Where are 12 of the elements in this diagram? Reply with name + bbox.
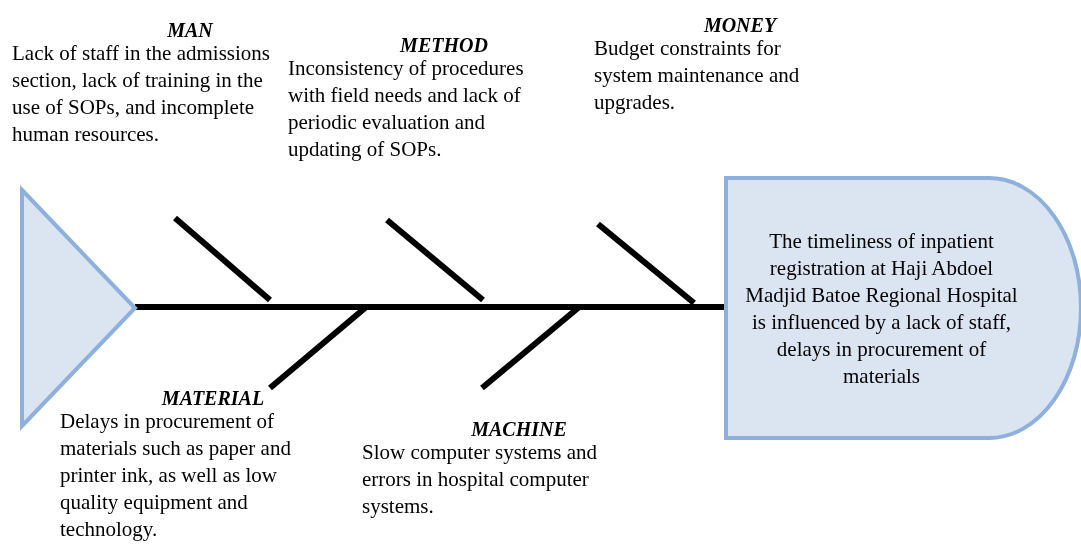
- category-heading: MAN: [166, 20, 213, 40]
- fishbone-spine: [135, 304, 726, 310]
- cause-description: Slow computer systems and errors in hospital computer systems.: [362, 439, 599, 520]
- cause-description: Budget constraints for system maintenance and upgrades.: [594, 35, 801, 116]
- cause-description: Lack of staff in the admissions section, lack of training in the use of SOPs, and incomplete human resources.: [12, 40, 271, 148]
- effect-text: The timeliness of inpatient registration at Haji Abdoel Madjid Batoe Regional Hospital is influenced by a lack of staff, delays in procurement of materials: [744, 228, 1019, 390]
- cause-description: Delays in procurement of materials such as paper and printer ink, as well as low quality equipment and technology.: [60, 408, 292, 543]
- cause-description: Inconsistency of procedures with field needs and lack of periodic evaluation and updating of SOPs.: [288, 55, 525, 163]
- category-heading: MONEY: [702, 15, 777, 35]
- category-heading: METHOD: [399, 35, 488, 55]
- category-heading: MATERIAL: [160, 388, 265, 408]
- category-heading: MACHINE: [470, 419, 567, 439]
